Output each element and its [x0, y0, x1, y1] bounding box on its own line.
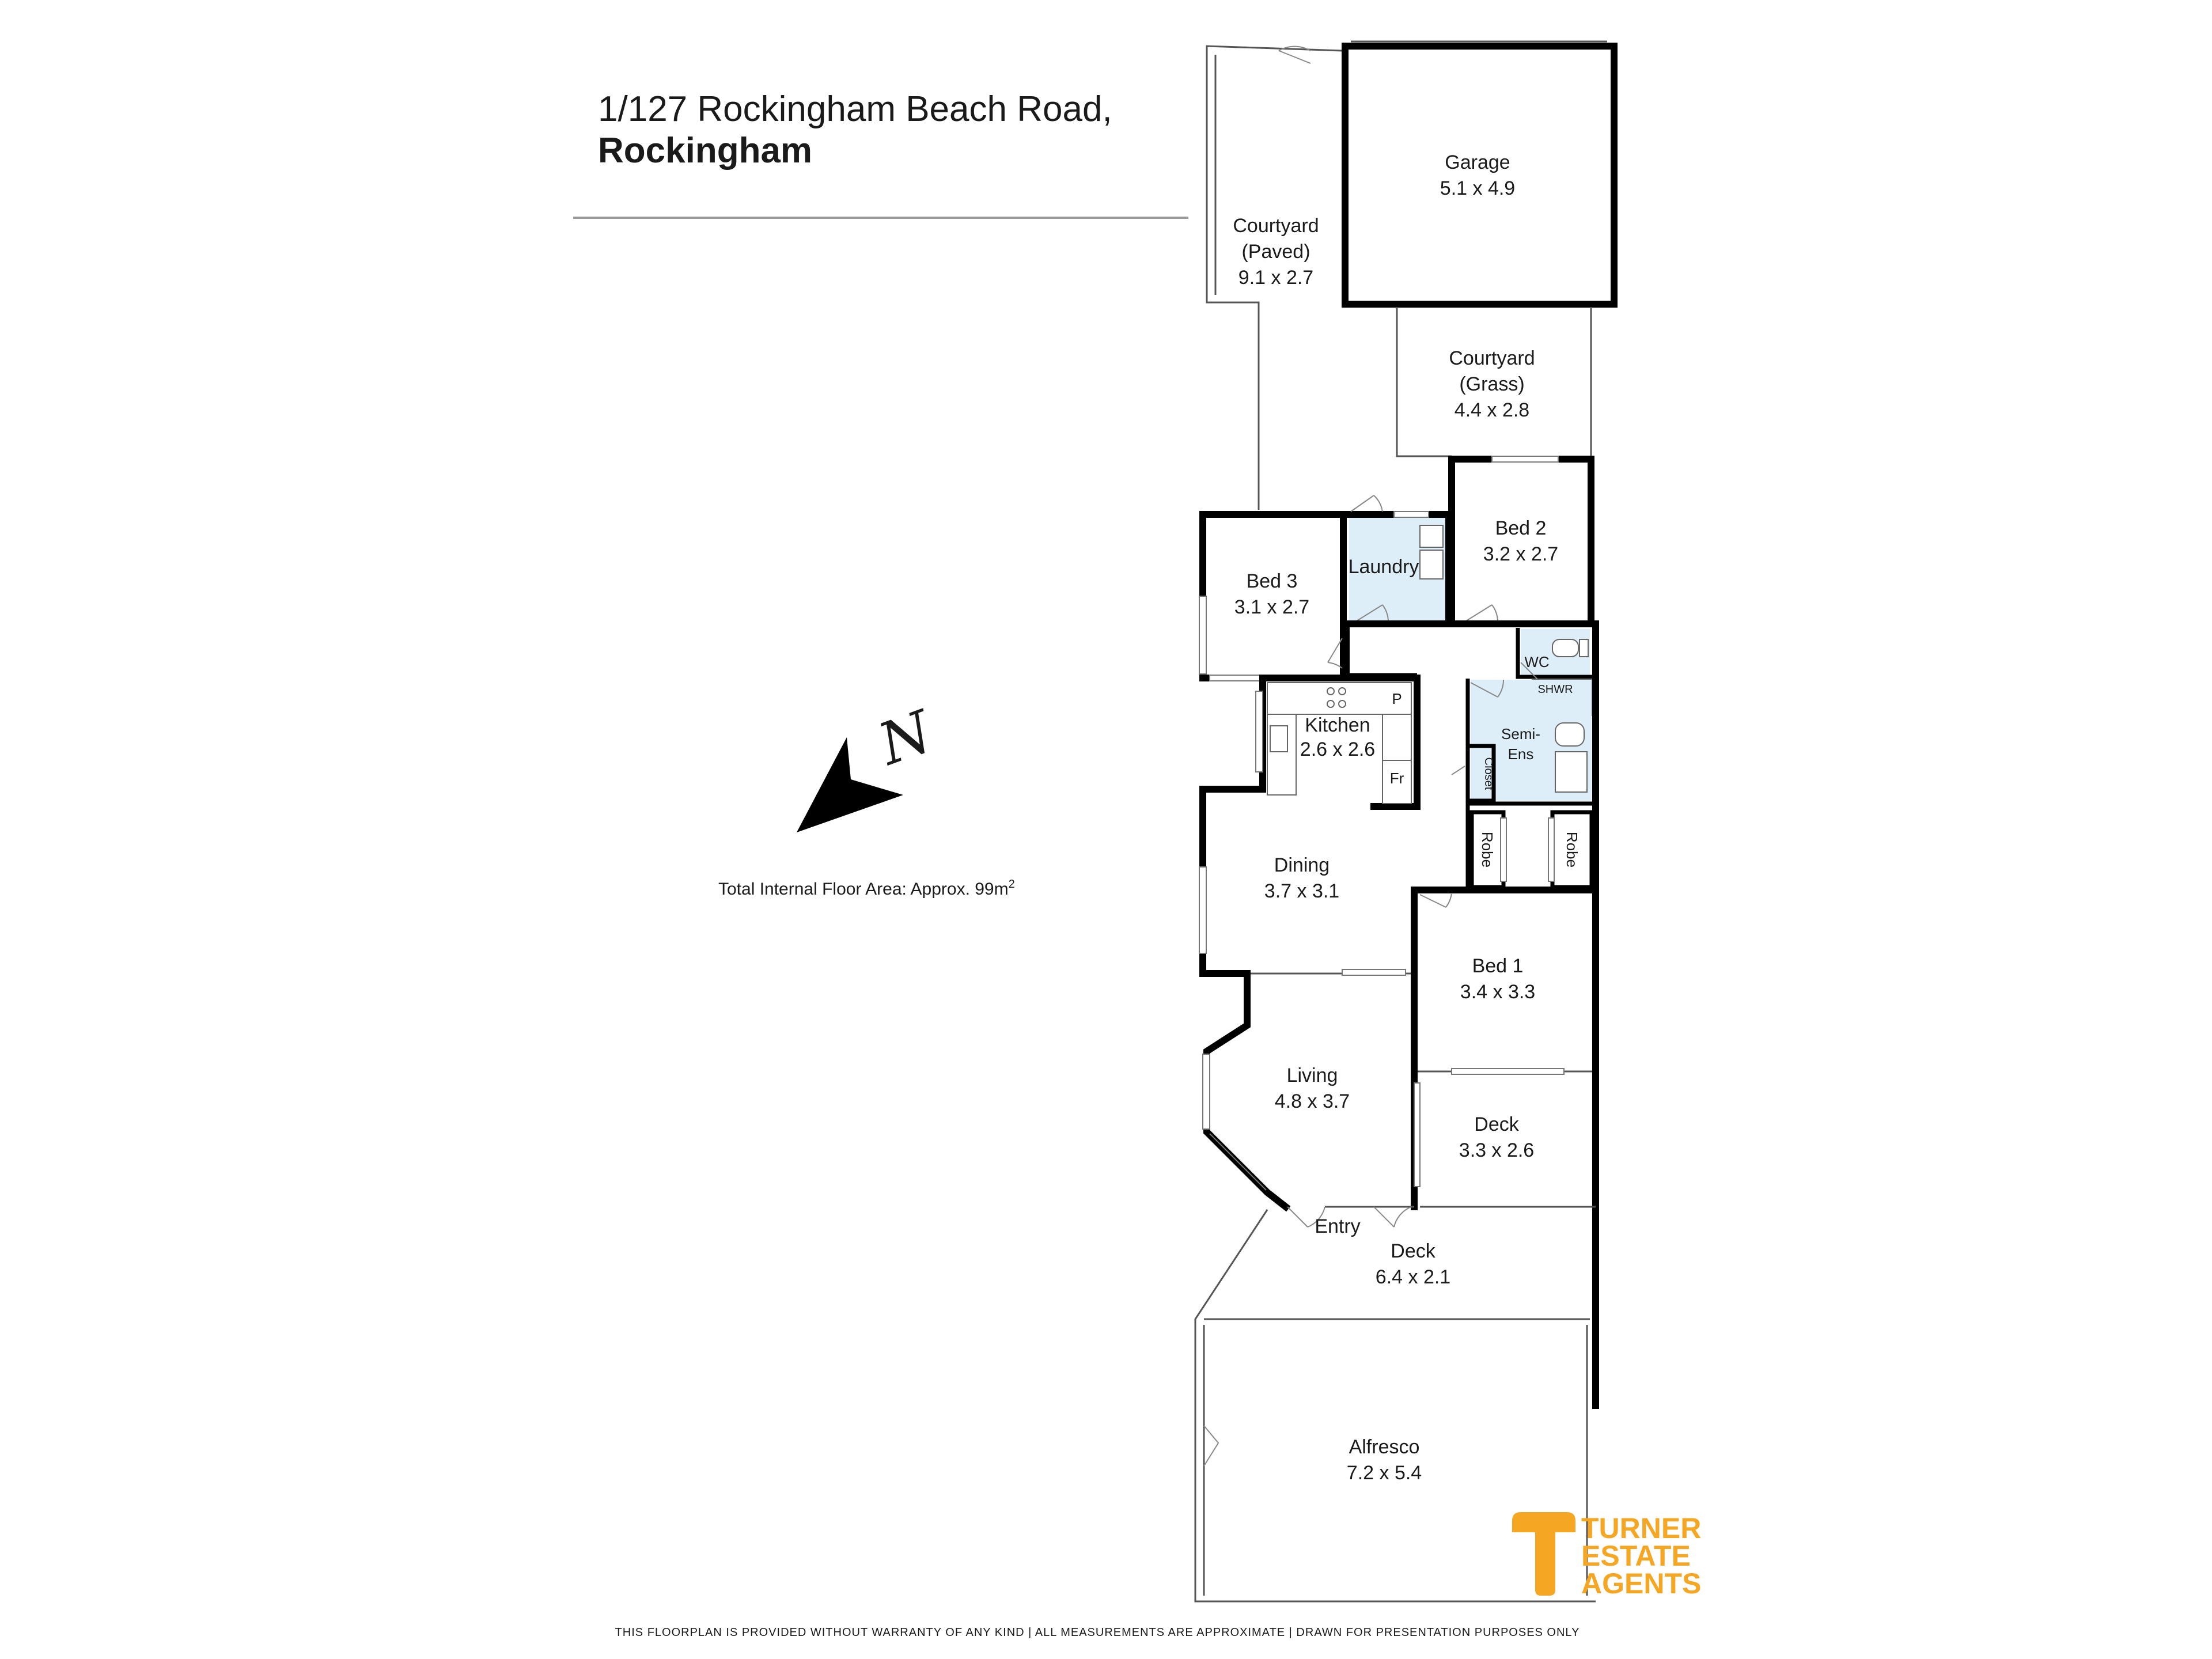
address-line-1: 1/127 Rockingham Beach Road,	[598, 89, 1112, 129]
entry-label: Entry	[1315, 1215, 1360, 1237]
courtyard-grass-sublabel: (Grass)	[1459, 373, 1524, 395]
semi-ens-label: Semi-	[1501, 725, 1540, 743]
shwr-label: SHWR	[1537, 683, 1573, 696]
deck-large-outline	[1194, 1209, 1596, 1603]
bed3-dims: 3.1 x 2.7	[1234, 596, 1309, 618]
door-icon	[1278, 46, 1311, 64]
garage	[1342, 40, 1618, 308]
dining-label: Dining	[1274, 854, 1330, 876]
logo-line-2: ESTATE	[1581, 1540, 1691, 1572]
bed2-label: Bed 2	[1495, 517, 1547, 539]
fridge-label: Fr	[1390, 770, 1404, 787]
semi-ens-sublabel: Ens	[1508, 745, 1534, 763]
logo-line-1: TURNER	[1581, 1512, 1701, 1544]
laundry-label: Laundry	[1349, 556, 1419, 578]
alfresco-dims: 7.2 x 5.4	[1347, 1462, 1422, 1484]
living-dims: 4.8 x 3.7	[1275, 1090, 1350, 1112]
bed2-dims: 3.2 x 2.7	[1483, 543, 1558, 565]
turner-estate-agents-logo: TURNER ESTATE AGENTS	[1512, 1512, 1701, 1600]
disclaimer: THIS FLOORPLAN IS PROVIDED WITHOUT WARRA…	[615, 1626, 1580, 1639]
bed3-label: Bed 3	[1247, 570, 1298, 592]
living-label: Living	[1287, 1065, 1338, 1086]
closet-walls	[1465, 744, 1496, 803]
deck-large-dims: 6.4 x 2.1	[1376, 1266, 1450, 1288]
robe-left-label: Robe	[1479, 832, 1496, 868]
courtyard-paved-sublabel: (Paved)	[1241, 241, 1310, 263]
north-arrow-icon: N	[797, 697, 942, 832]
courtyard-paved-label: Courtyard	[1233, 215, 1319, 237]
compass-letter: N	[869, 697, 942, 779]
wc-walls	[1516, 628, 1596, 679]
deck-small-dims: 3.3 x 2.6	[1459, 1139, 1534, 1161]
bed2-walls	[1448, 456, 1594, 627]
entry-door-icon	[1287, 1206, 1412, 1228]
pantry-label: P	[1392, 690, 1402, 707]
courtyard-grass-dims: 4.4 x 2.8	[1455, 399, 1529, 421]
robe-right-label: Robe	[1563, 832, 1581, 868]
deck-large-label: Deck	[1391, 1240, 1435, 1262]
courtyard-paved-outline	[1206, 45, 1343, 510]
bed1-label: Bed 1	[1472, 955, 1524, 977]
courtyard-paved-dims: 9.1 x 2.7	[1238, 267, 1313, 289]
dining-dims: 3.7 x 3.1	[1264, 880, 1339, 902]
wc-label: WC	[1524, 653, 1549, 671]
kitchen-label: Kitchen	[1305, 714, 1370, 736]
courtyard-grass-outline	[1396, 308, 1452, 457]
total-area: Total Internal Floor Area: Approx. 99m2	[718, 878, 1015, 899]
courtyard-grass-label: Courtyard	[1449, 347, 1535, 369]
deck-small-label: Deck	[1474, 1113, 1519, 1135]
alfresco-label: Alfresco	[1349, 1436, 1420, 1458]
garage-dims: 5.1 x 4.9	[1440, 177, 1515, 199]
address-line-2: Rockingham	[598, 131, 812, 171]
kitchen-dims: 2.6 x 2.6	[1300, 738, 1375, 760]
closet-label: Closet	[1482, 757, 1495, 790]
bed1-dims: 3.4 x 3.3	[1460, 981, 1535, 1003]
garage-label: Garage	[1445, 151, 1510, 173]
logo-line-3: AGENTS	[1581, 1567, 1701, 1600]
living-walls	[1203, 970, 1291, 1212]
